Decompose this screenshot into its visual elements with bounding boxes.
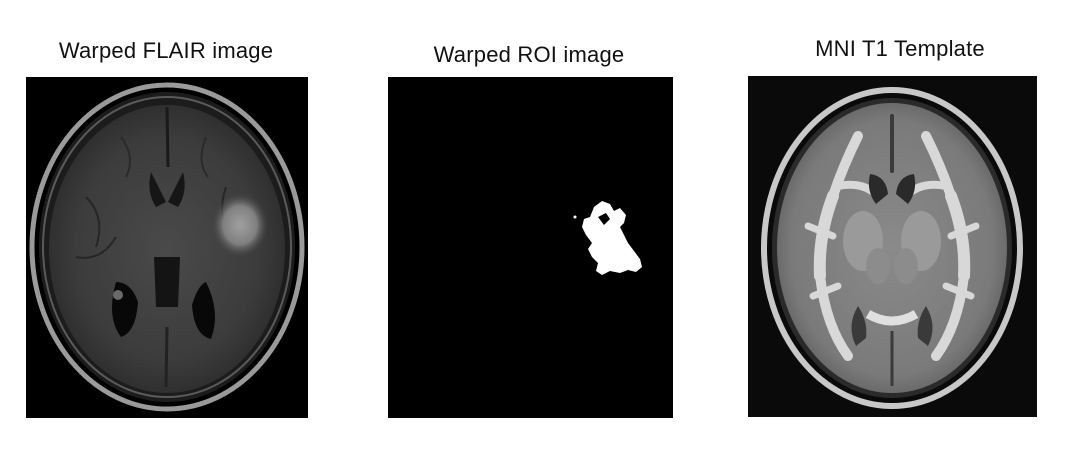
roi-image [388,77,673,418]
mni-template-image [748,76,1037,417]
flair-image [26,77,308,418]
flair-title: Warped FLAIR image [58,38,274,63]
mni-title: MNI T1 Template [815,36,985,61]
roi-title: Warped ROI image [433,42,625,67]
